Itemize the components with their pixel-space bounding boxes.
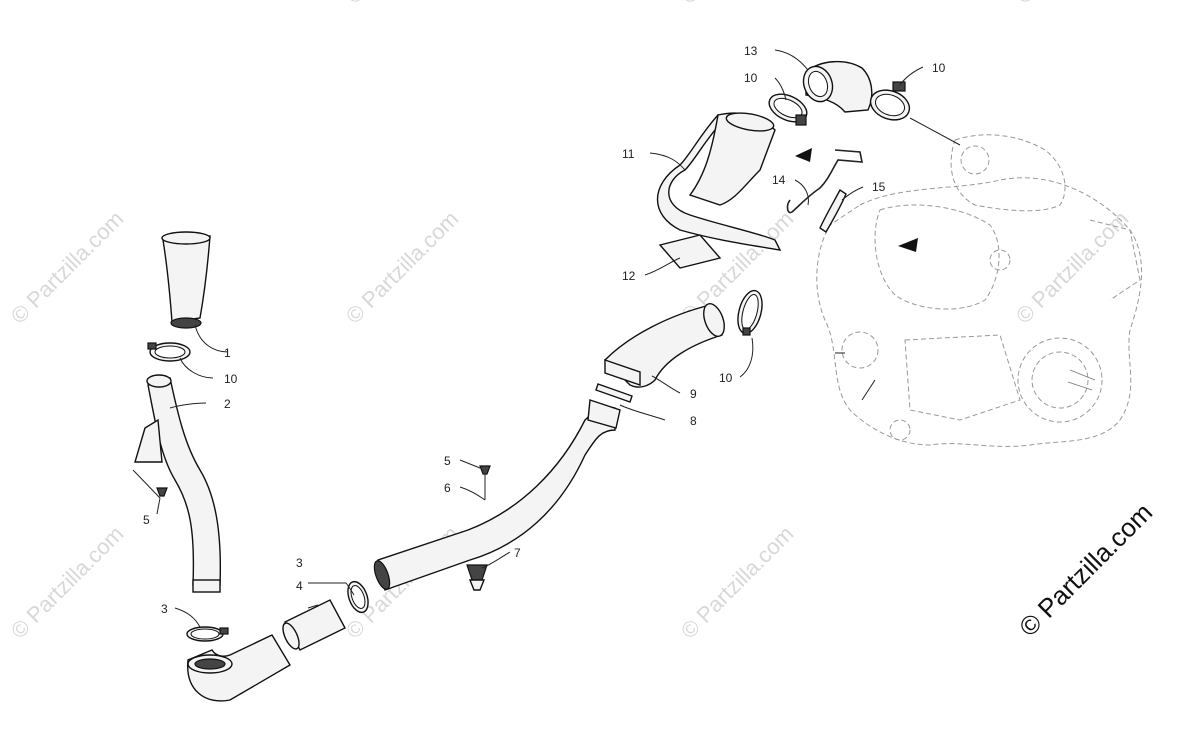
- callout-4: 4: [296, 579, 303, 593]
- callout-10: 10: [224, 372, 238, 386]
- watermark-text: © Partzilla.com: [1011, 206, 1134, 329]
- callout-8: 8: [690, 414, 697, 428]
- callout-9: 9: [690, 387, 697, 401]
- lower-elbow: [187, 634, 291, 702]
- callout-2: 2: [224, 397, 231, 411]
- part-10-clamp-a: [147, 342, 191, 362]
- callout-labels: 1 10 2 5 3 4 3 5 6 7 8 9 10 11 12 13 10 …: [143, 44, 946, 616]
- arrow-icon: [898, 238, 918, 252]
- watermark-text: © Partzilla.com: [1011, 0, 1134, 9]
- arrow-icon: [795, 148, 812, 162]
- part-14-wire: [786, 149, 863, 214]
- callout-15: 15: [872, 180, 886, 194]
- copyright-text: © Partzilla.com: [1013, 497, 1158, 642]
- callout-6: 6: [444, 481, 451, 495]
- engine-outline: [816, 134, 1142, 447]
- part-13-boot: [802, 61, 873, 113]
- callout-13: 13: [744, 44, 758, 58]
- callout-3: 3: [296, 556, 303, 570]
- part-6-long-pipe: [373, 399, 621, 591]
- callout-11: 11: [622, 147, 635, 161]
- callout-5: 5: [444, 454, 451, 468]
- watermark-text: © Partzilla.com: [6, 521, 129, 644]
- part-9-elbow: [604, 303, 725, 388]
- callout-3: 3: [161, 602, 168, 616]
- part-8-band: [595, 383, 633, 403]
- part-3-clamp-a: [186, 626, 229, 642]
- watermark-text: © Partzilla.com: [341, 206, 464, 329]
- callout-5: 5: [143, 513, 150, 527]
- part-15-small-hose: [819, 188, 847, 233]
- callout-7: 7: [514, 546, 521, 560]
- callout-10: 10: [744, 71, 758, 85]
- leader-lines: [132, 49, 924, 628]
- callout-1: 1: [224, 346, 231, 360]
- part-10-clamp-c: [768, 93, 808, 126]
- callout-12: 12: [622, 269, 636, 283]
- watermark-text: © Partzilla.com: [676, 521, 799, 644]
- callout-10: 10: [932, 61, 946, 75]
- part-2-bent-pipe: [134, 374, 222, 593]
- part-3-clamp-b: [347, 580, 369, 614]
- part-12-pad: [658, 234, 722, 269]
- part-5-screw-a: [479, 465, 491, 500]
- watermark-text: © Partzilla.com: [676, 0, 799, 9]
- part-10-clamp-d: [869, 81, 961, 146]
- part-4-sleeve: [282, 599, 346, 651]
- callout-14: 14: [772, 173, 786, 187]
- part-1-intake-duct: [161, 231, 211, 329]
- watermark-text: © Partzilla.com: [341, 0, 464, 9]
- watermark-text: © Partzilla.com: [6, 206, 129, 329]
- part-11-hose: [656, 112, 782, 251]
- part-7-push-rivet: [466, 564, 488, 591]
- callout-10: 10: [719, 371, 733, 385]
- part-5-screw-b: [156, 487, 168, 497]
- part-10-clamp-b: [737, 289, 763, 336]
